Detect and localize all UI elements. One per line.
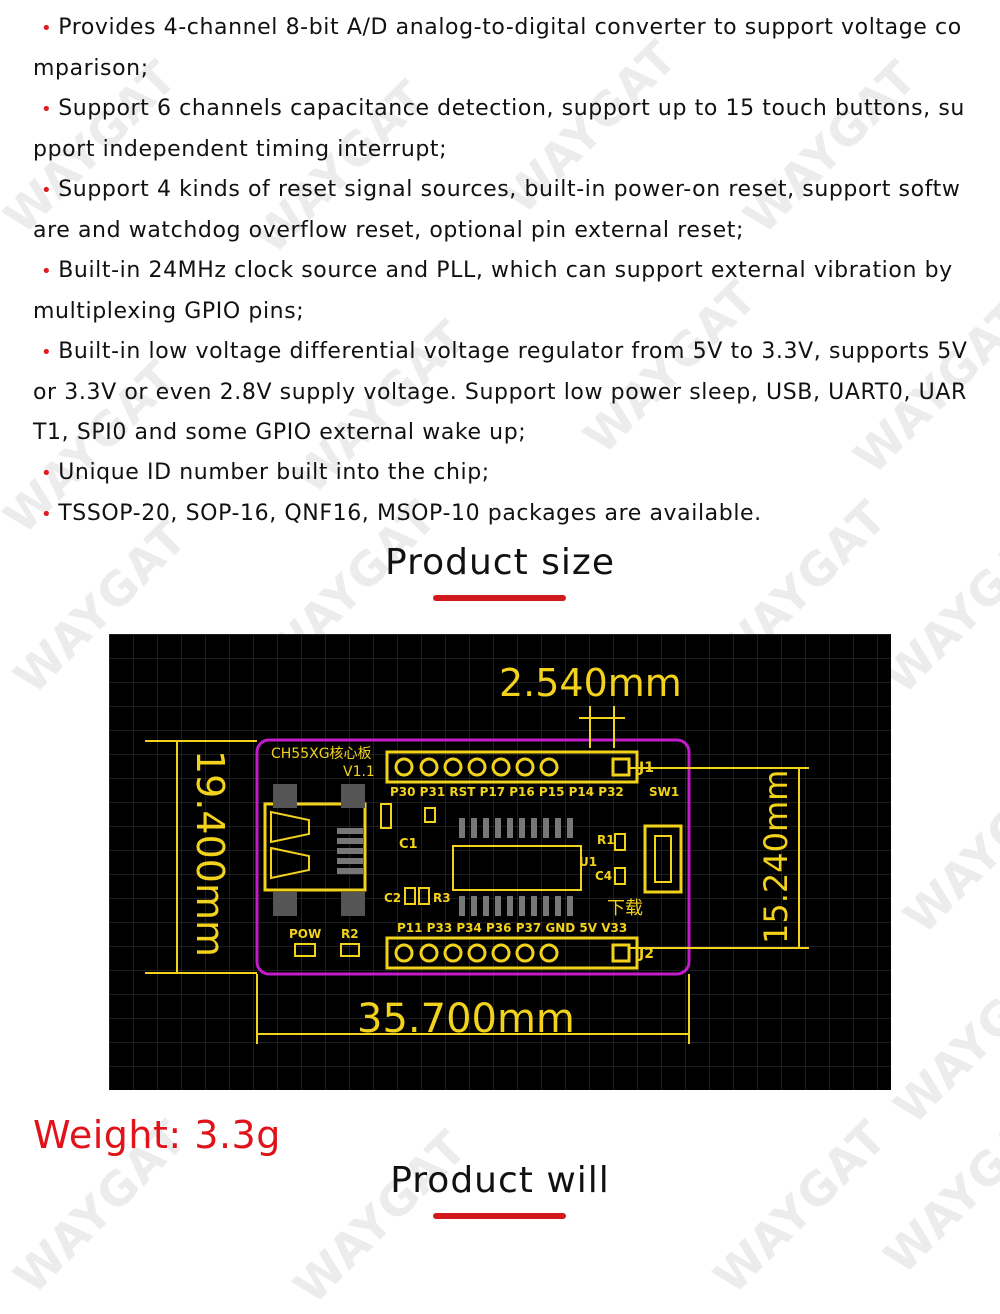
switch-sw1 xyxy=(643,824,683,894)
watermark: WAYGAT xyxy=(893,749,1000,945)
bullet-icon: • xyxy=(41,99,53,120)
chip-u1 xyxy=(452,845,582,891)
weight-label: Weight: 3.3g xyxy=(33,1113,281,1157)
download-label: 下载 xyxy=(607,898,643,919)
grid-background xyxy=(109,634,891,1090)
pcb-svg: 2.540mm 19.400mm 15.240mm 35.700mm CH55X… xyxy=(109,634,891,1090)
sw1-label: SW1 xyxy=(649,785,679,799)
header-j1 xyxy=(385,750,639,784)
j1-label: J1 xyxy=(638,760,654,776)
feature-item: •Unique ID number built into the chip; xyxy=(41,460,490,485)
usb-pad xyxy=(273,784,297,808)
usb-contacts xyxy=(270,810,310,880)
bullet-icon: • xyxy=(41,463,53,484)
c4-label: C4 xyxy=(595,869,612,883)
bullet-icon: • xyxy=(41,261,53,282)
pcb-dimension-drawing: 2.540mm 19.400mm 15.240mm 35.700mm CH55X… xyxy=(109,634,891,1090)
feature-item: •Built-in low voltage differential volta… xyxy=(33,339,968,445)
bullet-icon: • xyxy=(41,342,53,363)
usb-pins xyxy=(337,828,363,874)
c2-label: C2 xyxy=(384,891,401,905)
usb-pad xyxy=(341,892,365,916)
watermark: WAYGAT xyxy=(703,1109,898,1305)
header-j1-pins xyxy=(394,757,631,777)
title-underline xyxy=(433,595,566,601)
board-name: CH55XG核心板 xyxy=(271,746,372,762)
pow-label: POW xyxy=(289,927,321,941)
usb-pad xyxy=(273,892,297,916)
led-pow xyxy=(294,943,316,957)
r2-label: R2 xyxy=(341,927,359,941)
resistor-r2 xyxy=(340,943,360,957)
resistor-r1 xyxy=(614,833,626,851)
feature-item: •Support 6 channels capacitance detectio… xyxy=(33,96,965,162)
feature-list: •Provides 4-channel 8-bit A/D analog-to-… xyxy=(33,8,973,535)
r1-label: R1 xyxy=(597,833,615,847)
watermark: WAYGAT xyxy=(873,509,1000,705)
capacitor-pad xyxy=(424,807,436,823)
j2-label: J2 xyxy=(638,946,654,962)
board-version: V1.1 xyxy=(343,764,375,780)
resistor-r3 xyxy=(418,887,430,905)
bullet-icon: • xyxy=(41,504,53,525)
board-outline xyxy=(255,738,691,976)
c1-label: C1 xyxy=(399,837,418,852)
feature-item: •TSSOP-20, SOP-16, QNF16, MSOP-10 packag… xyxy=(41,501,762,526)
dim-pitch-label: 2.540mm xyxy=(499,661,682,705)
header-j2 xyxy=(385,936,639,970)
dim-height-label: 19.400mm xyxy=(188,750,232,957)
feature-item: •Provides 4-channel 8-bit A/D analog-to-… xyxy=(33,15,962,81)
section-title-product-will: Product will xyxy=(390,1160,610,1201)
u1-label: U1 xyxy=(579,855,597,869)
r3-label: R3 xyxy=(433,891,451,905)
dim-width-label: 35.700mm xyxy=(357,996,575,1042)
capacitor-c4 xyxy=(614,867,626,885)
bullet-icon: • xyxy=(41,18,53,39)
watermark: WAYGAT xyxy=(883,939,1000,1135)
switch-body xyxy=(654,835,672,883)
section-title-product-size: Product size xyxy=(385,542,615,583)
title-underline xyxy=(433,1213,566,1219)
chip-pins xyxy=(459,818,573,916)
j2-pin-labels: P11 P33 P34 P36 P37 GND 5V V33 xyxy=(397,921,627,935)
usb-pad xyxy=(341,784,365,808)
feature-item: •Support 4 kinds of reset signal sources… xyxy=(33,177,961,243)
bullet-icon: • xyxy=(41,180,53,201)
j1-pin-labels: P30 P31 RST P17 P16 P15 P14 P32 xyxy=(390,785,624,799)
feature-item: •Built-in 24MHz clock source and PLL, wh… xyxy=(33,258,953,324)
header-j2-pins xyxy=(394,943,631,963)
capacitor-c2 xyxy=(404,887,416,905)
usb-connector xyxy=(263,802,367,892)
dim-row-label: 15.240mm xyxy=(757,770,795,944)
capacitor-c1 xyxy=(380,803,392,829)
